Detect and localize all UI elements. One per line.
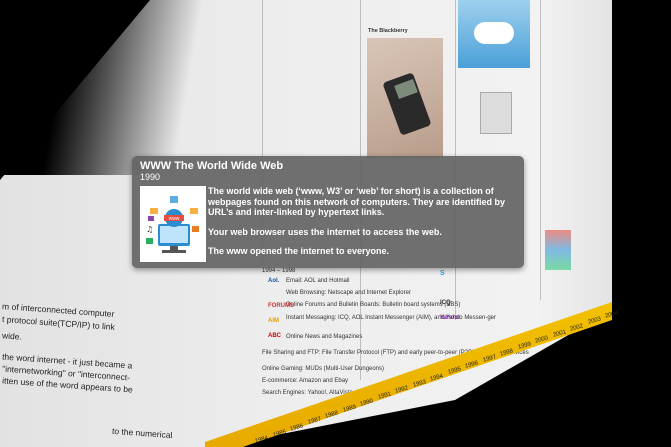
list-item: Online Gaming: MUDs (Multi-User Dungeons…: [262, 366, 385, 372]
list-item: Online Forums and Bulletin Boards: Bulle…: [286, 302, 461, 308]
popup-description: The world wide web (‘www, W3’ or ‘web’ f…: [208, 186, 518, 266]
svg-text:www: www: [169, 216, 180, 222]
social-icons-image: [545, 230, 571, 270]
list-item: File Sharing and FTP: File Transfer Prot…: [262, 350, 529, 356]
page-shadow: [0, 0, 260, 175]
column-divider: [540, 0, 541, 300]
abc-logo: ABC: [268, 333, 281, 339]
aol-logo: Aol.: [268, 278, 280, 284]
popup-paragraph: The www opened the internet to everyone.: [208, 246, 390, 256]
svg-text:♫: ♫: [146, 225, 153, 234]
list-item: Web Browsing: Netscape and Internet Expl…: [286, 290, 411, 296]
skype-logo: S: [440, 270, 445, 277]
yahoo-logo: Yahoo!: [440, 315, 461, 321]
cloud-computing-image: [458, 0, 530, 68]
popup-title: WWW The World Wide Web: [140, 160, 284, 172]
event-popup[interactable]: WWW The World Wide Web 1990 www ♫ The: [132, 156, 524, 268]
popup-year: 1990: [140, 172, 161, 182]
devices-image: [480, 92, 512, 134]
column-divider: [262, 0, 263, 265]
blackberry-photo: [367, 38, 443, 158]
popup-paragraph: The world wide web (‘www, W3’ or ‘web’ f…: [208, 186, 506, 217]
aim-logo: AIM: [268, 318, 279, 324]
list-item: Instant Messaging: ICQ, AOL Instant Mess…: [286, 315, 496, 321]
forums-logo: FORUMS: [268, 303, 294, 309]
www-illustration: www ♫: [146, 196, 199, 253]
popup-paragraph: Your web browser uses the internet to ac…: [208, 226, 442, 237]
list-item: Online News and Magazines: [286, 334, 363, 340]
computer-web-icon: www ♫: [140, 186, 206, 262]
blackberry-label: The Blackberry: [368, 28, 408, 34]
era-label: 1994 – 1998: [262, 268, 296, 274]
icq-logo: ICQ: [440, 300, 451, 306]
list-item: Email: AOL and Hotmail: [286, 278, 350, 284]
background-text: wide.: [1, 330, 23, 342]
list-item: E-commerce: Amazon and Ebay: [262, 378, 349, 384]
list-item: Search Engines: Yahoo!, AltaVista: [262, 390, 353, 396]
